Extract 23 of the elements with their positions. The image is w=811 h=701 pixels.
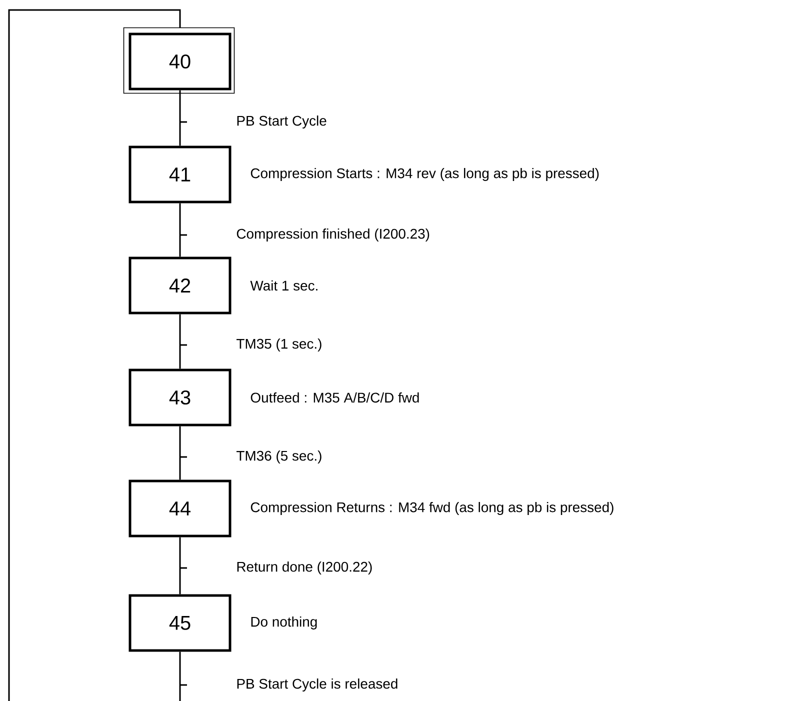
sequence-link	[179, 314, 181, 369]
sequence-link	[8, 9, 181, 701]
sequence-link	[179, 90, 181, 146]
transition-condition: Return done (I200.22)	[237, 561, 372, 574]
initial-step-box: 40	[123, 27, 235, 94]
action-text: Compression Starts : M34 rev (as long as pb is pressed)	[250, 168, 599, 181]
sequence-link	[179, 537, 181, 594]
step-box: 44	[128, 480, 232, 538]
action-text: Do nothing	[251, 616, 317, 630]
transition-condition: TM35 (1 sec.)	[236, 338, 322, 352]
step-box: 43	[128, 368, 232, 426]
transition-condition: PB Start Cycle is released	[237, 678, 398, 692]
step-box: 45	[128, 594, 232, 652]
sequence-link	[179, 426, 181, 480]
action-text: Wait 1 sec.	[250, 280, 318, 291]
transition-condition: TM36 (5 sec.)	[236, 450, 322, 464]
transition-condition: Compression finished (I200.23)	[236, 228, 430, 242]
sequence-link	[179, 203, 181, 257]
action-text: Compression Returns : M34 fwd (as long as pb is pressed)	[250, 502, 614, 515]
action-text: Outfeed : M35 A/B/C/D fwd	[250, 392, 419, 403]
step-box: 42	[128, 256, 232, 314]
step-box: 41	[128, 146, 232, 204]
transition-condition: PB Start Cycle	[237, 115, 326, 128]
